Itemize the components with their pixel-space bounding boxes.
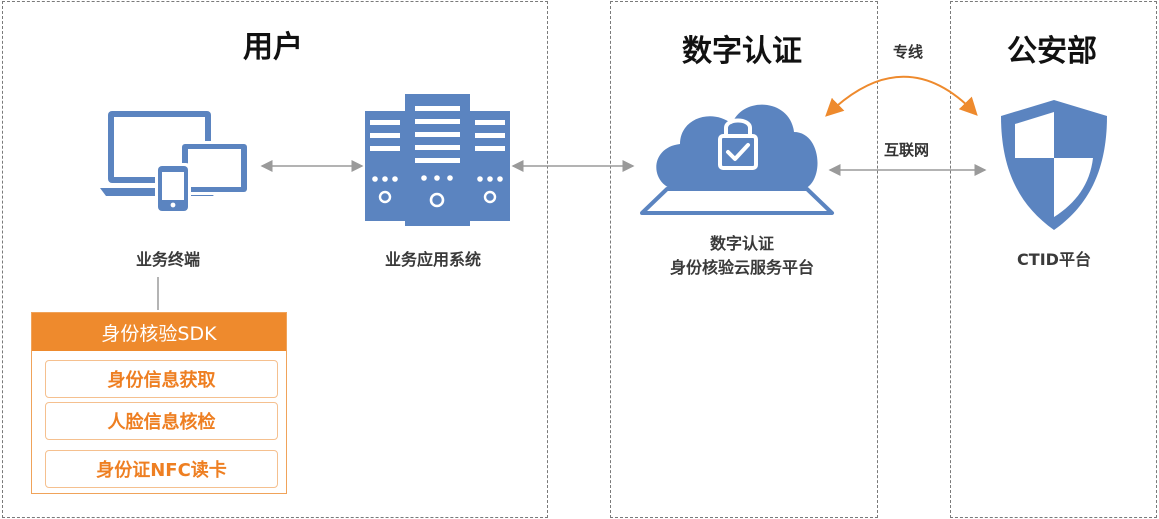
user-zone-title: 用户 xyxy=(243,30,303,65)
cloud-platform-label-1: 数字认证 xyxy=(709,234,775,253)
app-system-label: 业务应用系统 xyxy=(384,250,482,269)
sdk-item-face-check: 人脸信息核检 xyxy=(45,402,278,440)
auth-zone-title: 数字认证 xyxy=(682,34,802,69)
police-zone xyxy=(950,1,1157,518)
dedicated-line-curve xyxy=(825,75,978,117)
sdk-item-nfc-read: 身份证NFC读卡 xyxy=(45,450,278,488)
police-zone-title: 公安部 xyxy=(1007,34,1097,69)
shield-icon xyxy=(1001,100,1107,230)
ctid-label: CTID平台 xyxy=(1017,250,1091,269)
terminal-label: 业务终端 xyxy=(135,250,201,269)
cloud-platform-label-2: 身份核验云服务平台 xyxy=(669,258,815,277)
auth-zone xyxy=(610,1,878,518)
sdk-panel: 身份核验SDK 身份信息获取 人脸信息核检 身份证NFC读卡 xyxy=(31,312,287,494)
dedicated-line-label: 专线 xyxy=(893,43,924,61)
cloud-lock-icon xyxy=(640,104,834,215)
internet-label: 互联网 xyxy=(884,141,930,159)
user-zone xyxy=(2,1,548,518)
devices-icon xyxy=(100,111,250,214)
sdk-item-id-info: 身份信息获取 xyxy=(45,360,278,398)
server-icon xyxy=(365,94,510,226)
sdk-title: 身份核验SDK xyxy=(32,313,286,351)
